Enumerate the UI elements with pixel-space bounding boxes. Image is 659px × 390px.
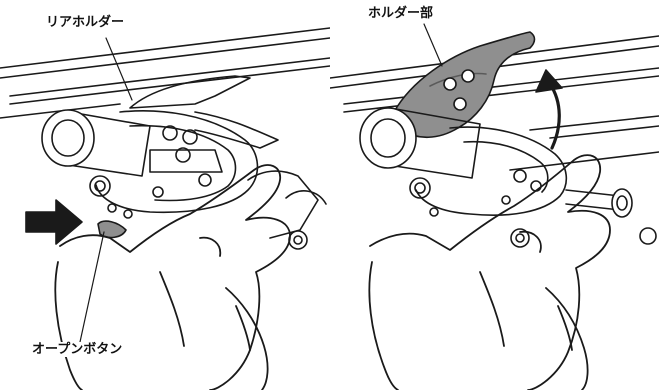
rear-holder-lever [129, 75, 251, 109]
reel-body [415, 126, 568, 217]
handle-knob [359, 107, 481, 199]
reel-body [95, 110, 259, 219]
rear-holder-label: リアホルダー [44, 15, 127, 30]
open-button-drawing [97, 220, 127, 239]
push-arrow [25, 199, 83, 245]
holder-part-label: ホルダー部 [366, 6, 436, 21]
holder-lifted-drawing [330, 23, 659, 390]
hand-drawing [54, 164, 291, 390]
rear-holder-leader [105, 37, 133, 101]
rear-holder-open-drawing [0, 27, 330, 390]
left-panel-illustration: リアホルダー オープンボタン [0, 15, 330, 390]
open-button-label: オープンボタン [30, 342, 125, 357]
handle-knob [41, 109, 151, 197]
reel-seat-bars [0, 27, 330, 119]
hand-drawing [368, 154, 611, 390]
open-button-leader [79, 231, 105, 343]
lift-arrow-head [535, 69, 563, 93]
holder-part-leader [423, 23, 443, 67]
right-panel-illustration: ホルダー部 [330, 0, 659, 390]
